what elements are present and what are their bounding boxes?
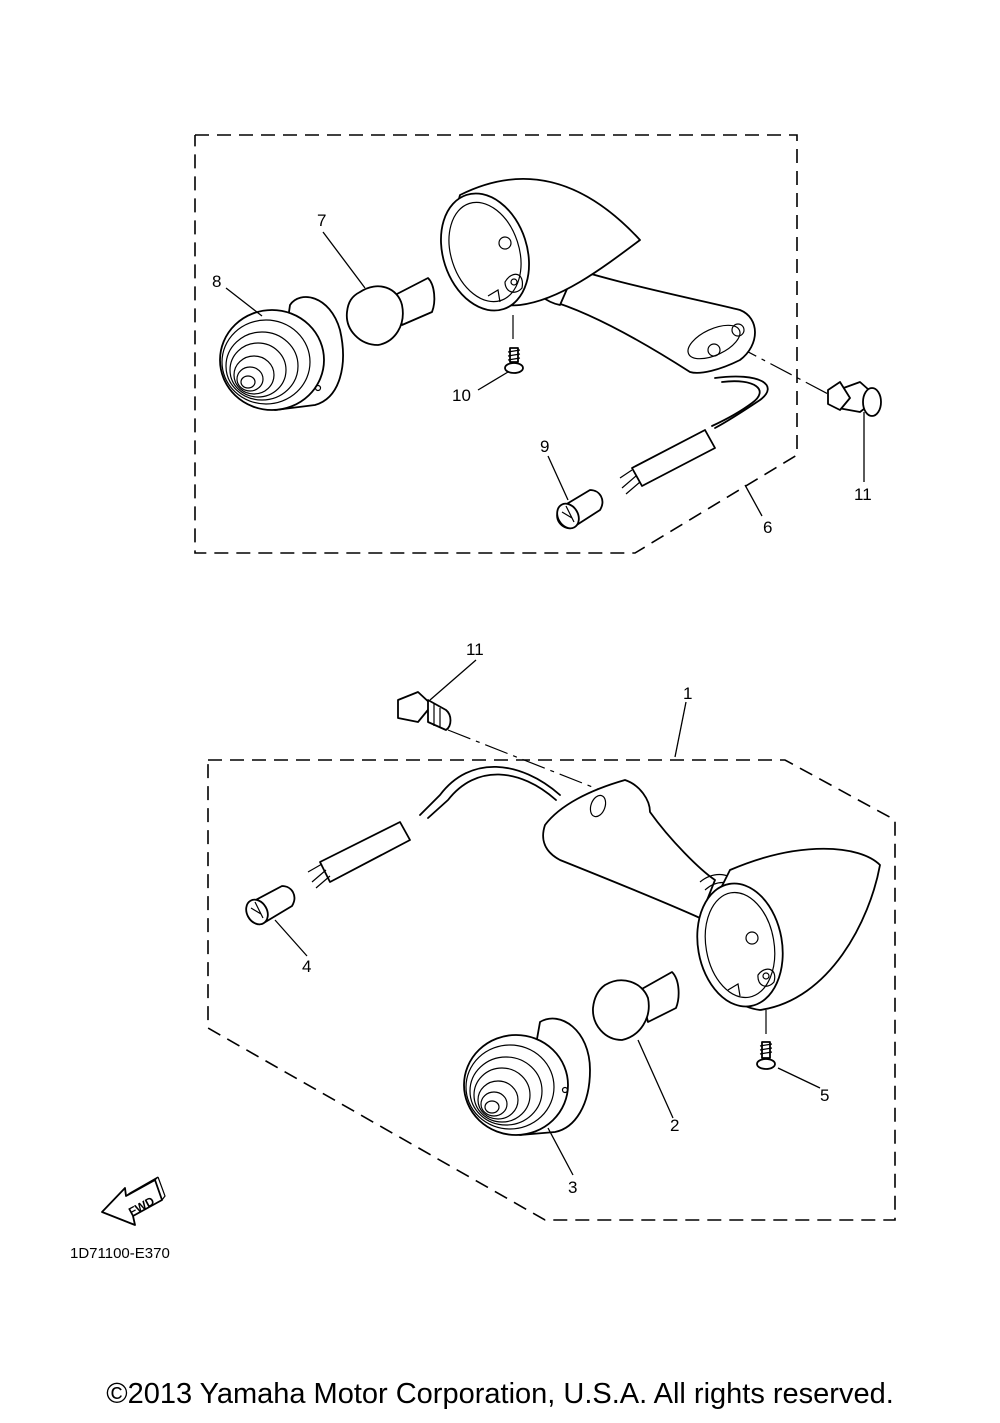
bolt-bottom: [397, 691, 452, 731]
lens-bottom: [463, 1017, 591, 1136]
callout-2: 2: [670, 1116, 679, 1135]
screw-bottom: [756, 1010, 776, 1070]
wire-connector-top: [556, 489, 604, 530]
callout-1: 1: [683, 684, 692, 703]
bulb-top: [346, 277, 436, 346]
flasher-housing-bottom: [542, 779, 881, 1011]
callout-9: 9: [540, 437, 549, 456]
lens-top: [219, 296, 344, 411]
callout-11-top: 11: [854, 485, 872, 504]
callout-5: 5: [820, 1086, 829, 1105]
callout-4: 4: [302, 957, 311, 976]
bolt-top: [827, 381, 882, 417]
copyright-notice: ©2013 Yamaha Motor Corporation, U.S.A. A…: [106, 1378, 894, 1410]
callout-6: 6: [763, 518, 772, 537]
screw-top: [504, 315, 524, 374]
rear-flasher-assembly-top: 7 8 10 9 11 6: [194, 134, 882, 554]
flasher-housing-top: [440, 177, 756, 374]
assembly-boundary-bottom: [207, 759, 896, 1221]
callout-3: 3: [568, 1178, 577, 1197]
callout-11-bottom: 11: [466, 640, 484, 659]
wire-connector-bottom: [245, 885, 296, 926]
drawing-code: 1D71100-E370: [70, 1245, 170, 1262]
assembly-boundary-top: [194, 134, 798, 554]
callout-10: 10: [452, 386, 471, 405]
forward-direction-arrow: FWD: [101, 1176, 166, 1226]
rear-flasher-assembly-bottom: 11 1 4 5 2 3: [207, 640, 896, 1221]
callout-8: 8: [212, 272, 221, 291]
callout-7: 7: [317, 211, 326, 230]
bulb-bottom: [592, 971, 680, 1041]
